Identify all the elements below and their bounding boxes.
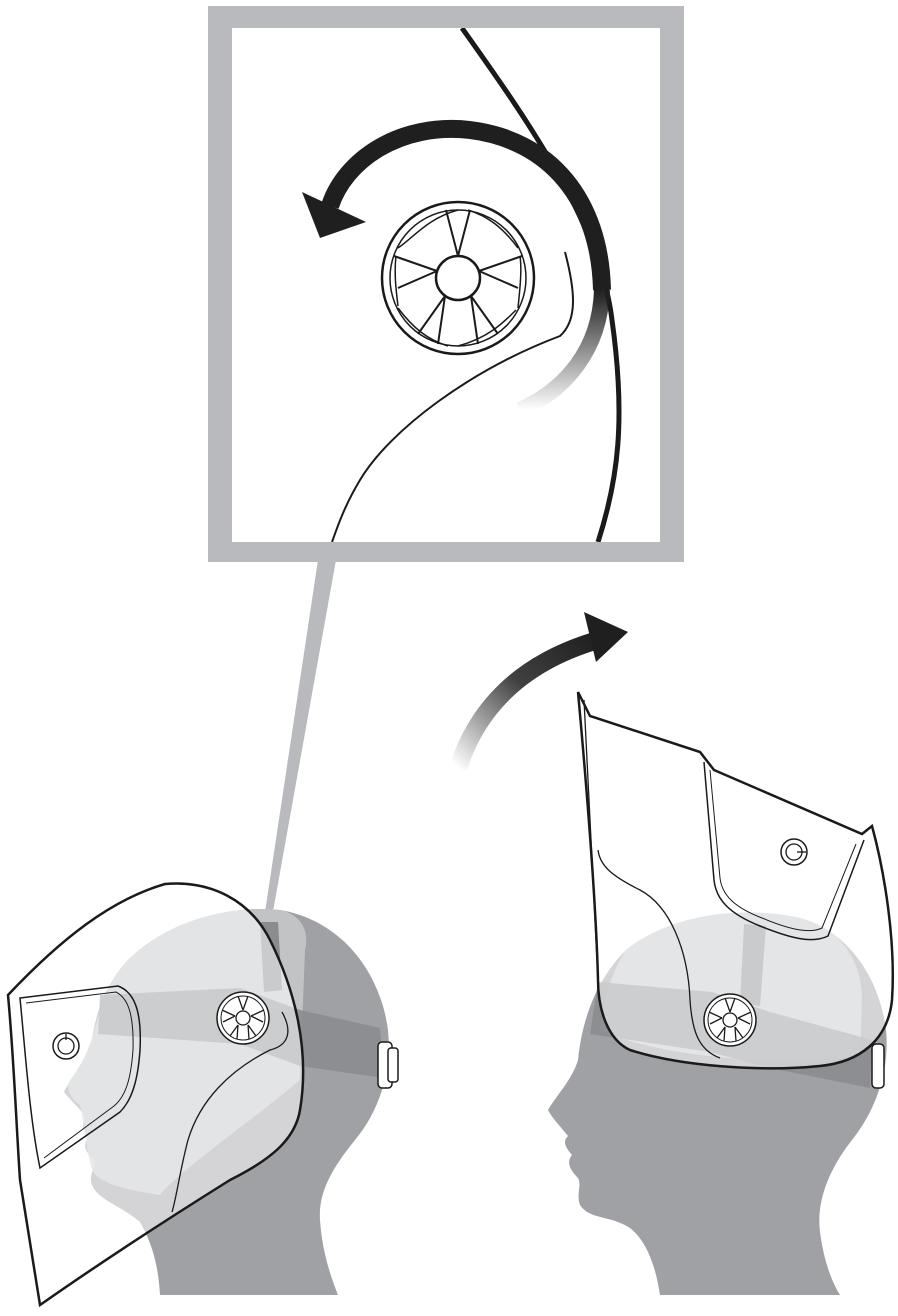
lens-frame-lowered bbox=[19, 985, 142, 1170]
ratchet-knob-left bbox=[377, 1041, 399, 1089]
inset-arrow-tail bbox=[516, 289, 610, 418]
star-knob-icon bbox=[380, 200, 536, 356]
ratchet-knob-right bbox=[871, 1043, 885, 1089]
callout-pointer bbox=[250, 560, 336, 1012]
zoom-inset bbox=[208, 6, 684, 1012]
inset-headgear-line bbox=[331, 251, 574, 542]
lens-frame-raised bbox=[703, 761, 865, 941]
lens-frame-inner-lowered bbox=[25, 991, 134, 1159]
counterclockwise-arrow-icon bbox=[302, 192, 366, 238]
lift-arrow-body bbox=[449, 631, 601, 771]
lift-arrow bbox=[449, 612, 628, 771]
shade-dial-icon bbox=[52, 1032, 80, 1060]
inset-shell-edge bbox=[459, 28, 622, 542]
headgear-line-raised bbox=[597, 849, 721, 1059]
shade-dial-icon bbox=[780, 838, 808, 866]
star-knob-icon bbox=[216, 991, 270, 1045]
rotate-arrow-body bbox=[321, 119, 611, 291]
helmet-lowered-figure bbox=[6, 882, 399, 1308]
headgear-line-lowered bbox=[171, 1011, 289, 1213]
helmet-shell-lowered bbox=[6, 882, 305, 1308]
lens-frame-inner-raised bbox=[709, 769, 857, 932]
front-edge-raised bbox=[583, 699, 599, 981]
star-knob-icon bbox=[703, 993, 757, 1047]
upward-curved-arrow-icon bbox=[584, 612, 628, 662]
helmet-raised-figure bbox=[548, 691, 895, 1295]
